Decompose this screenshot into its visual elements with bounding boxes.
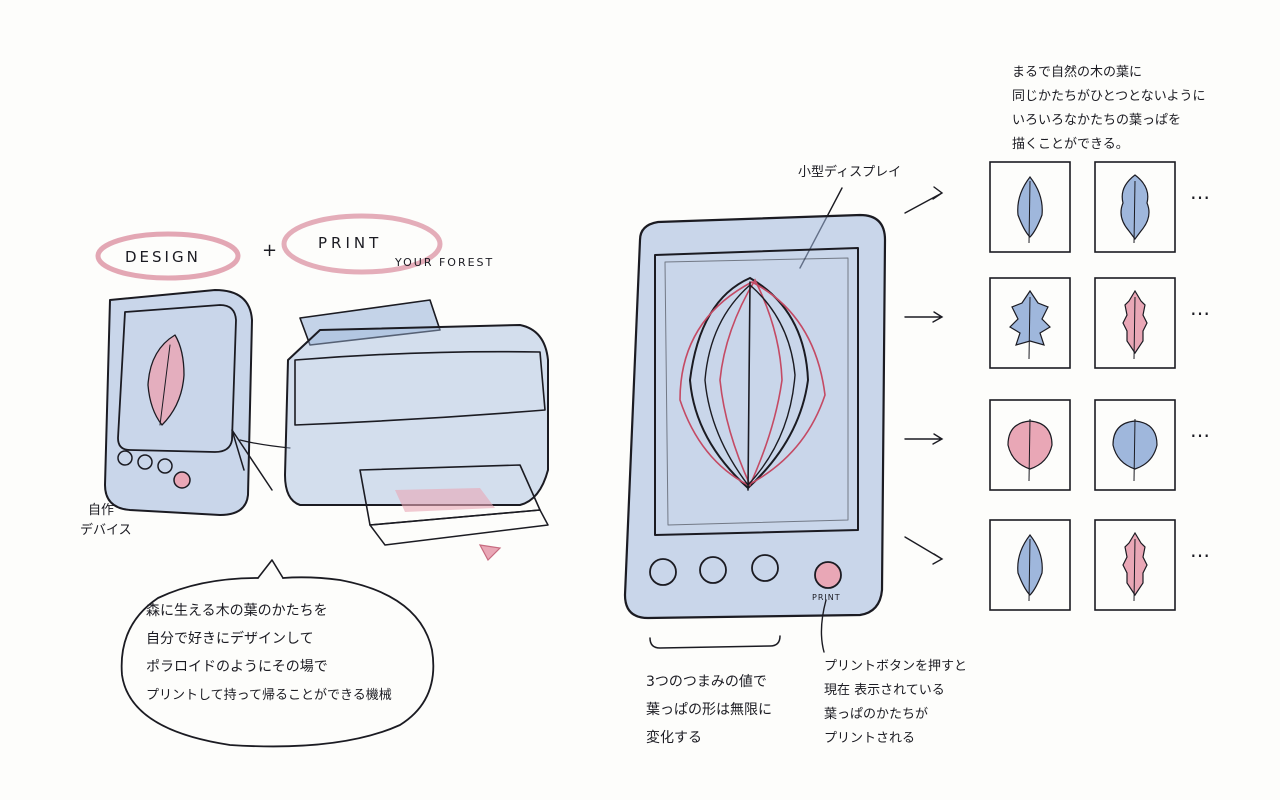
arrow-3 bbox=[904, 433, 944, 445]
leaf-vein bbox=[1133, 296, 1136, 360]
knob-3 bbox=[751, 554, 779, 582]
subtitle-label: YOUR FOREST bbox=[394, 256, 494, 269]
grid-note-line-1: まるで自然の木の葉に bbox=[1012, 64, 1142, 80]
plus-sign: + bbox=[262, 240, 277, 261]
leaf-card-2-2 bbox=[1094, 277, 1176, 369]
grid-note-line-3: いろいろなかたちの葉っぱを bbox=[1012, 113, 1181, 128]
more-ellipsis: … bbox=[1190, 538, 1210, 562]
leaf-vein bbox=[1028, 180, 1031, 244]
output-arrows bbox=[904, 186, 944, 565]
leaf-vein bbox=[1028, 538, 1031, 602]
device-knob-2 bbox=[137, 454, 153, 470]
printer bbox=[284, 299, 549, 561]
handmade-device bbox=[104, 289, 291, 516]
more-ellipsis: … bbox=[1190, 296, 1210, 320]
leaf-vein bbox=[1133, 180, 1136, 244]
design-highlight bbox=[95, 231, 241, 281]
title-group: DESIGN + PRINT YOUR FOREST bbox=[95, 213, 494, 281]
print-label: PRINT bbox=[318, 234, 382, 252]
leaf-vein bbox=[1028, 418, 1031, 482]
speech-bubble: 森に生える木の葉のかたちを 自分で好きにデザインして ポラロイドのようにその場で… bbox=[120, 559, 435, 748]
device-knob-1 bbox=[117, 450, 133, 466]
arrow-1 bbox=[904, 186, 944, 214]
bubble-line-1: 森に生える木の葉のかたちを bbox=[146, 603, 328, 619]
leaf-vein bbox=[1133, 538, 1136, 602]
print-highlight bbox=[281, 213, 443, 275]
arrow-2 bbox=[904, 311, 944, 323]
more-ellipsis: … bbox=[1190, 418, 1210, 442]
leaf-card-1-1 bbox=[989, 161, 1071, 253]
knob-note-line-3: 変化する bbox=[646, 729, 702, 746]
more-ellipsis: … bbox=[1190, 180, 1210, 204]
bubble-line-3: ポラロイドのようにその場で bbox=[146, 659, 328, 675]
arrow-4 bbox=[904, 536, 944, 565]
knob-brace bbox=[649, 635, 781, 649]
knob-note-line-2: 葉っぱの形は無限に bbox=[646, 702, 772, 718]
leaf-card-2-1 bbox=[989, 277, 1071, 369]
paper-out-arrow bbox=[478, 544, 502, 561]
leaf-vein bbox=[1028, 296, 1031, 360]
button-note-line-2: 現在 表示されている bbox=[824, 683, 945, 698]
knob-note-line-1: 3つのつまみの値で bbox=[646, 674, 767, 690]
button-note-line-1: プリントボタンを押すと bbox=[824, 659, 967, 674]
design-label: DESIGN bbox=[125, 248, 201, 266]
leaf-card-4-1 bbox=[989, 519, 1071, 611]
leaf-card-3-2 bbox=[1094, 399, 1176, 491]
grid-note-line-4: 描くことができる。 bbox=[1012, 137, 1129, 152]
device-label-line-1: 自作 bbox=[88, 503, 114, 518]
bubble-line-2: 自分で好きにデザインして bbox=[146, 630, 314, 647]
print-button bbox=[814, 561, 842, 589]
bubble-line-4: プリントして持って帰ることができる機械 bbox=[146, 687, 392, 703]
button-note-line-4: プリントされる bbox=[824, 731, 915, 746]
knob-1 bbox=[649, 558, 677, 586]
device-knob-3 bbox=[157, 458, 173, 474]
display-label: 小型ディスプレイ bbox=[798, 164, 901, 180]
grid-note-line-2: 同じかたちがひとつとないように bbox=[1012, 89, 1205, 104]
leaf-card-grid: … … … … bbox=[989, 161, 1210, 611]
button-note-line-3: 葉っぱのかたちが bbox=[824, 707, 928, 722]
leaf-card-4-2 bbox=[1094, 519, 1176, 611]
device-label-line-2: デバイス bbox=[80, 522, 132, 538]
leaf-card-3-1 bbox=[989, 399, 1071, 491]
leaf-vein bbox=[1133, 418, 1136, 482]
print-button-label: PRINT bbox=[812, 593, 841, 602]
large-device: PRINT bbox=[623, 213, 887, 620]
display-leaf-variants bbox=[679, 276, 826, 491]
knob-2 bbox=[699, 556, 727, 584]
device-print-button bbox=[173, 471, 191, 489]
leaf-card-1-2 bbox=[1094, 161, 1176, 253]
